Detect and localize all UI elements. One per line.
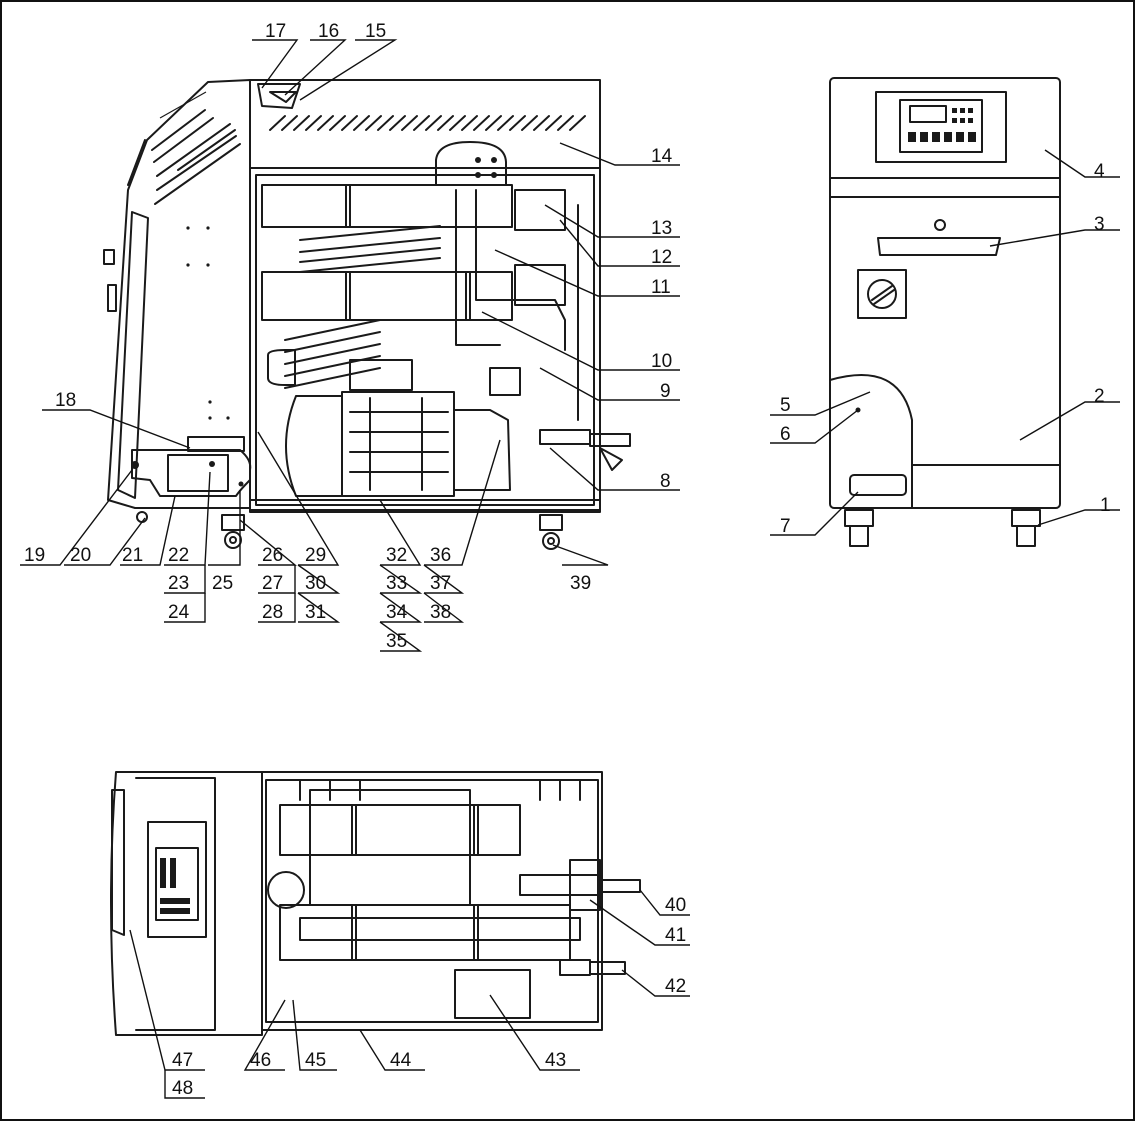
callout-31: 31 <box>305 602 326 623</box>
sensor-block <box>514 189 566 231</box>
callout-21: 21 <box>122 545 143 566</box>
callout-13: 13 <box>651 218 672 239</box>
callout-labels: 1 2 3 4 5 6 7 8 9 10 11 12 13 14 15 16 1… <box>24 21 1111 1099</box>
callout-1: 1 <box>1100 495 1111 516</box>
callout-9: 9 <box>660 381 671 402</box>
callout-39: 39 <box>570 573 591 594</box>
callout-27: 27 <box>262 573 283 594</box>
top-pump-fan <box>267 871 305 909</box>
callout-17: 17 <box>265 21 286 42</box>
callout-8: 8 <box>660 471 671 492</box>
side-housing <box>107 79 251 509</box>
heater-tube-upper <box>261 184 513 228</box>
callout-32: 32 <box>386 545 407 566</box>
connection-bracket <box>131 449 252 497</box>
callout-24: 24 <box>168 602 190 623</box>
side-main-body <box>249 79 601 511</box>
callout-16: 16 <box>318 21 339 42</box>
callout-35: 35 <box>386 631 407 652</box>
callout-28: 28 <box>262 602 283 623</box>
motor-junction-box <box>349 359 413 391</box>
callout-10: 10 <box>651 351 672 372</box>
callout-26: 26 <box>262 545 283 566</box>
callout-42: 42 <box>665 976 686 997</box>
callout-48: 48 <box>172 1078 193 1099</box>
side-view <box>103 79 631 550</box>
front-handle <box>877 237 1001 256</box>
callout-3: 3 <box>1094 214 1105 235</box>
callout-14: 14 <box>651 146 673 167</box>
main-switch <box>857 269 907 319</box>
top-controller <box>155 847 199 921</box>
callout-46: 46 <box>250 1050 271 1071</box>
front-cabinet <box>829 77 1061 509</box>
heater-tube-lower <box>261 271 513 321</box>
callout-37: 37 <box>430 573 451 594</box>
callout-45: 45 <box>305 1050 326 1071</box>
callout-38: 38 <box>430 602 451 623</box>
motor-fan-cover <box>285 395 343 497</box>
callout-11: 11 <box>651 277 671 298</box>
callout-47: 47 <box>172 1050 193 1071</box>
top-view <box>110 771 641 1036</box>
callout-41: 41 <box>665 925 686 946</box>
callout-29: 29 <box>305 545 326 566</box>
motor <box>341 391 455 497</box>
callout-18: 18 <box>55 390 76 411</box>
callout-12: 12 <box>651 247 672 268</box>
callout-15: 15 <box>365 21 386 42</box>
callout-23: 23 <box>168 573 189 594</box>
side-control-panel <box>117 211 149 499</box>
callout-20: 20 <box>70 545 91 566</box>
callout-19: 19 <box>24 545 45 566</box>
callout-25: 25 <box>212 573 233 594</box>
callout-36: 36 <box>430 545 451 566</box>
front-control-window <box>875 91 1007 163</box>
callout-33: 33 <box>386 573 407 594</box>
callout-7: 7 <box>780 516 791 537</box>
top-frame <box>261 771 603 1031</box>
callout-4: 4 <box>1094 161 1105 182</box>
callout-40: 40 <box>665 895 686 916</box>
callout-6: 6 <box>780 424 791 445</box>
callout-44: 44 <box>390 1050 412 1071</box>
callout-5: 5 <box>780 395 791 416</box>
leader-lines <box>20 39 1120 1099</box>
top-box <box>454 969 531 1019</box>
callout-30: 30 <box>305 573 326 594</box>
pump-head <box>453 409 511 491</box>
controller-display <box>899 99 983 153</box>
front-door <box>829 374 913 509</box>
callout-43: 43 <box>545 1050 566 1071</box>
expansion-tank <box>435 141 507 186</box>
callout-2: 2 <box>1094 386 1105 407</box>
callout-34: 34 <box>386 602 408 623</box>
callout-22: 22 <box>168 545 189 566</box>
front-view <box>829 77 1061 547</box>
side-frame-inner <box>255 174 595 506</box>
